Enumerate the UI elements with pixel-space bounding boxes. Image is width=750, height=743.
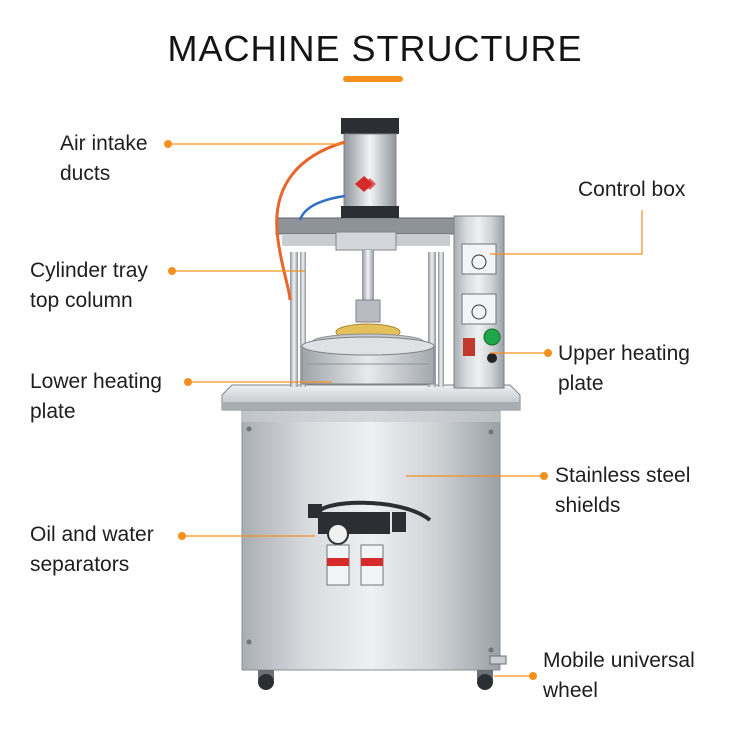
label-oil-and-water-separators: Oil and water separators <box>30 523 154 576</box>
title-underline <box>343 76 403 82</box>
label-upper-heating-plate: Upper heating plate <box>558 342 690 395</box>
label-control-box: Control box <box>578 178 686 201</box>
control-box <box>453 215 505 389</box>
air-cylinder <box>341 118 399 219</box>
lower-heating-plate <box>301 336 435 385</box>
label-mobile-universal-wheel: Mobile universal wheel <box>543 649 695 702</box>
cylinder-tray-columns <box>290 252 444 387</box>
page-title: MACHINE STRUCTURE <box>167 28 583 69</box>
label-air-intake-ducts: Air intake ducts <box>60 132 148 185</box>
tabletop <box>221 384 521 411</box>
label-lower-heating-plate: Lower heating plate <box>30 370 162 423</box>
stainless-steel-cabinet <box>241 407 501 671</box>
leader-lines <box>164 140 643 680</box>
piston-rod <box>355 250 381 323</box>
oil-water-separators <box>308 500 432 586</box>
cylinder-tray <box>275 217 457 251</box>
label-cylinder-tray-top-column: Cylinder tray top column <box>30 259 148 312</box>
mobile-wheels <box>258 655 507 690</box>
label-stainless-steel-shields: Stainless steel shields <box>555 464 691 517</box>
